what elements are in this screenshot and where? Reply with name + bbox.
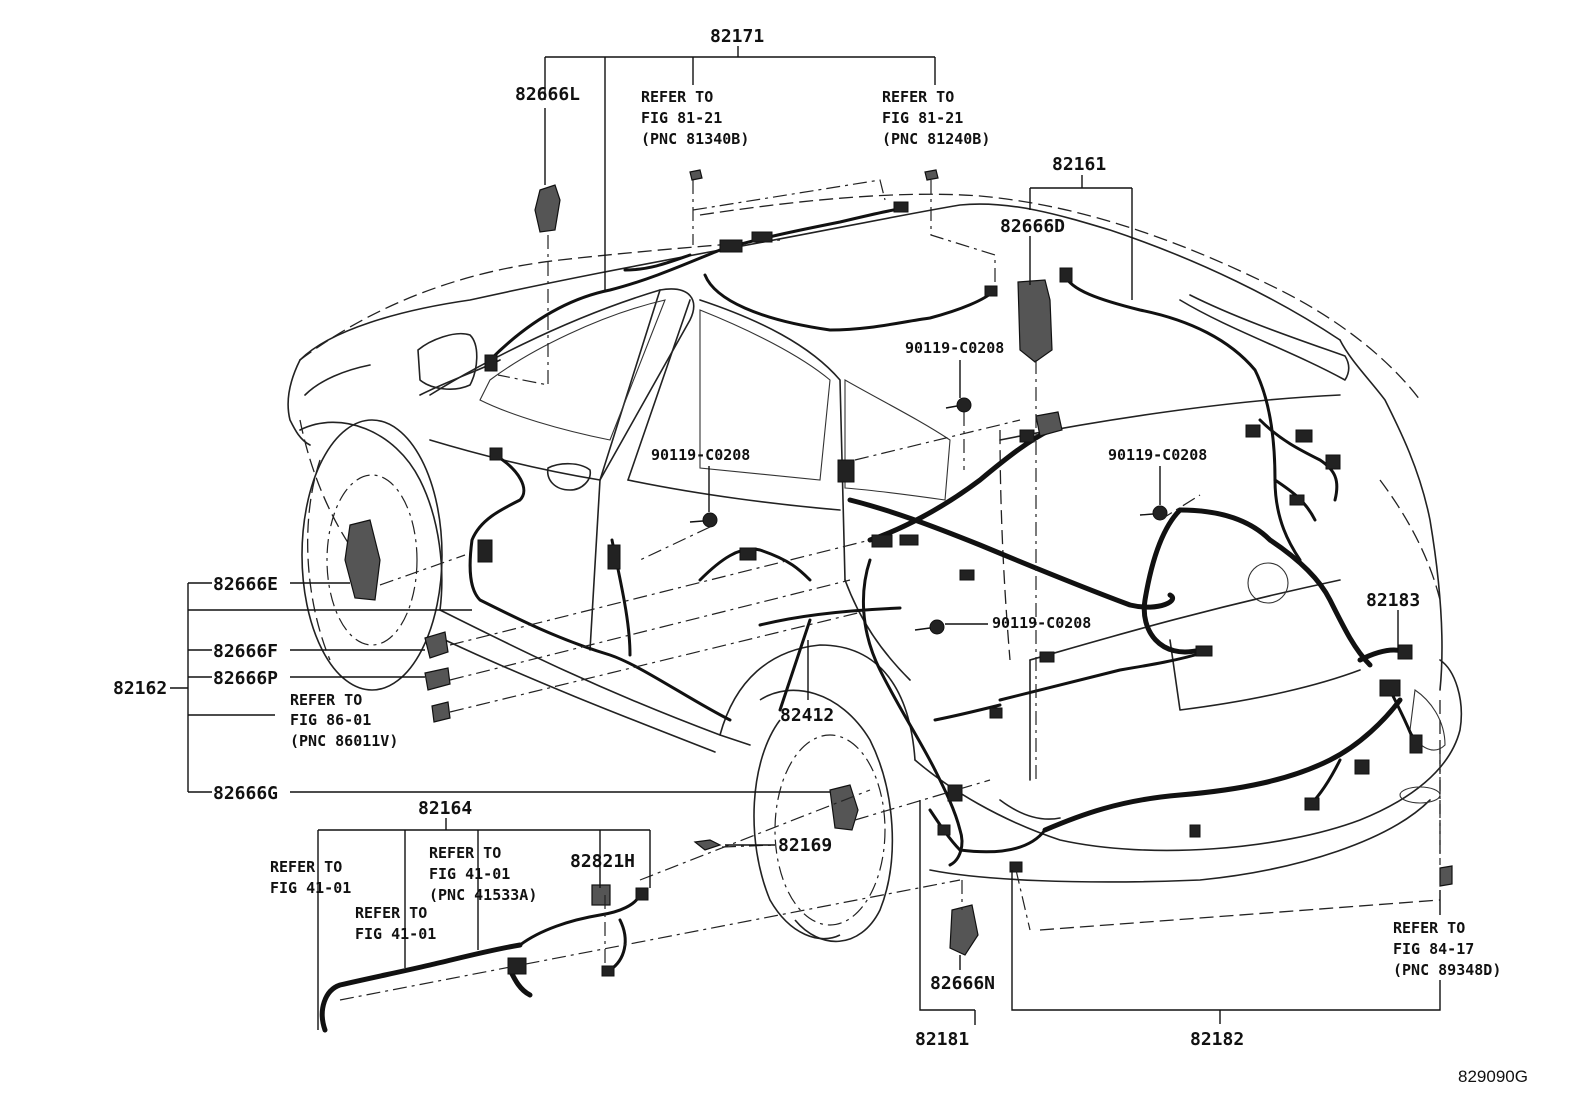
label-82666D: 82666D — [1000, 216, 1065, 237]
hatch-harness-82161 — [1059, 267, 1341, 562]
ref-label-line: REFER TO — [429, 844, 501, 862]
ref-label-line: FIG 41-01 — [270, 879, 351, 897]
label-82181: 82181 — [915, 1029, 969, 1050]
tailgate-harness-82182 — [933, 507, 1423, 854]
ref-label-line: (PNC 86011V) — [290, 732, 398, 750]
label-82666G: 82666G — [213, 783, 278, 804]
label-82164: 82164 — [418, 798, 472, 819]
bolt-icon — [689, 512, 718, 528]
part-labels: 82171 82666L REFER TO FIG 81-21 (PNC 813… — [113, 26, 1528, 1086]
label-82821H: 82821H — [570, 851, 635, 872]
ref-label-line: FIG 86-01 — [290, 711, 371, 729]
ref-label-line: FIG 81-21 — [882, 109, 963, 127]
ref-label-line: (PNC 81240B) — [882, 130, 990, 148]
clamps-and-brackets — [344, 169, 1453, 956]
ref-label-line: REFER TO — [882, 88, 954, 106]
ref-label-line: (PNC 41533A) — [429, 886, 537, 904]
label-82412: 82412 — [780, 705, 834, 726]
label-82183: 82183 — [1366, 590, 1420, 611]
label-82666N: 82666N — [930, 973, 995, 994]
rear-harness-82183 — [1357, 644, 1413, 663]
ref-label-line: (PNC 89348D) — [1393, 961, 1501, 979]
label-82666P: 82666P — [213, 668, 278, 689]
label-82666L: 82666L — [515, 84, 580, 105]
label-82666F: 82666F — [213, 641, 278, 662]
ref-label-line: FIG 41-01 — [429, 865, 510, 883]
label-82171: 82171 — [710, 26, 764, 47]
vehicle-body-outline — [287, 193, 1463, 943]
ref-label-line: FIG 81-21 — [641, 109, 722, 127]
ref-label-line: (PNC 81340B) — [641, 130, 749, 148]
ref-label-line: REFER TO — [290, 691, 362, 709]
label-brackets — [170, 46, 1441, 1030]
hidden-leader-lines — [339, 179, 1441, 1001]
bolt-icon — [945, 397, 972, 413]
floor-harness-82162 — [468, 427, 1175, 772]
wheel-harness-82164 — [319, 884, 649, 1033]
label-90119-c0208: 90119-C0208 — [1108, 446, 1207, 464]
label-82169: 82169 — [778, 835, 832, 856]
ref-label-line: REFER TO — [641, 88, 713, 106]
ref-label-line: REFER TO — [1393, 919, 1465, 937]
label-90119-c0208: 90119-C0208 — [651, 446, 750, 464]
label-82162: 82162 — [113, 678, 167, 699]
label-82182: 82182 — [1190, 1029, 1244, 1050]
ref-label-line: FIG 84-17 — [1393, 940, 1474, 958]
ref-label-line: REFER TO — [355, 904, 427, 922]
label-82666E: 82666E — [213, 574, 278, 595]
label-82161: 82161 — [1052, 154, 1106, 175]
label-90119-c0208: 90119-C0208 — [992, 614, 1091, 632]
label-90119-c0208: 90119-C0208 — [905, 339, 1004, 357]
ref-label-line: REFER TO — [270, 858, 342, 876]
bolt-icon — [914, 619, 945, 635]
roof-harness-82171 — [484, 201, 998, 372]
ref-label-line: FIG 41-01 — [355, 925, 436, 943]
figure-code: 829090G — [1458, 1067, 1528, 1086]
